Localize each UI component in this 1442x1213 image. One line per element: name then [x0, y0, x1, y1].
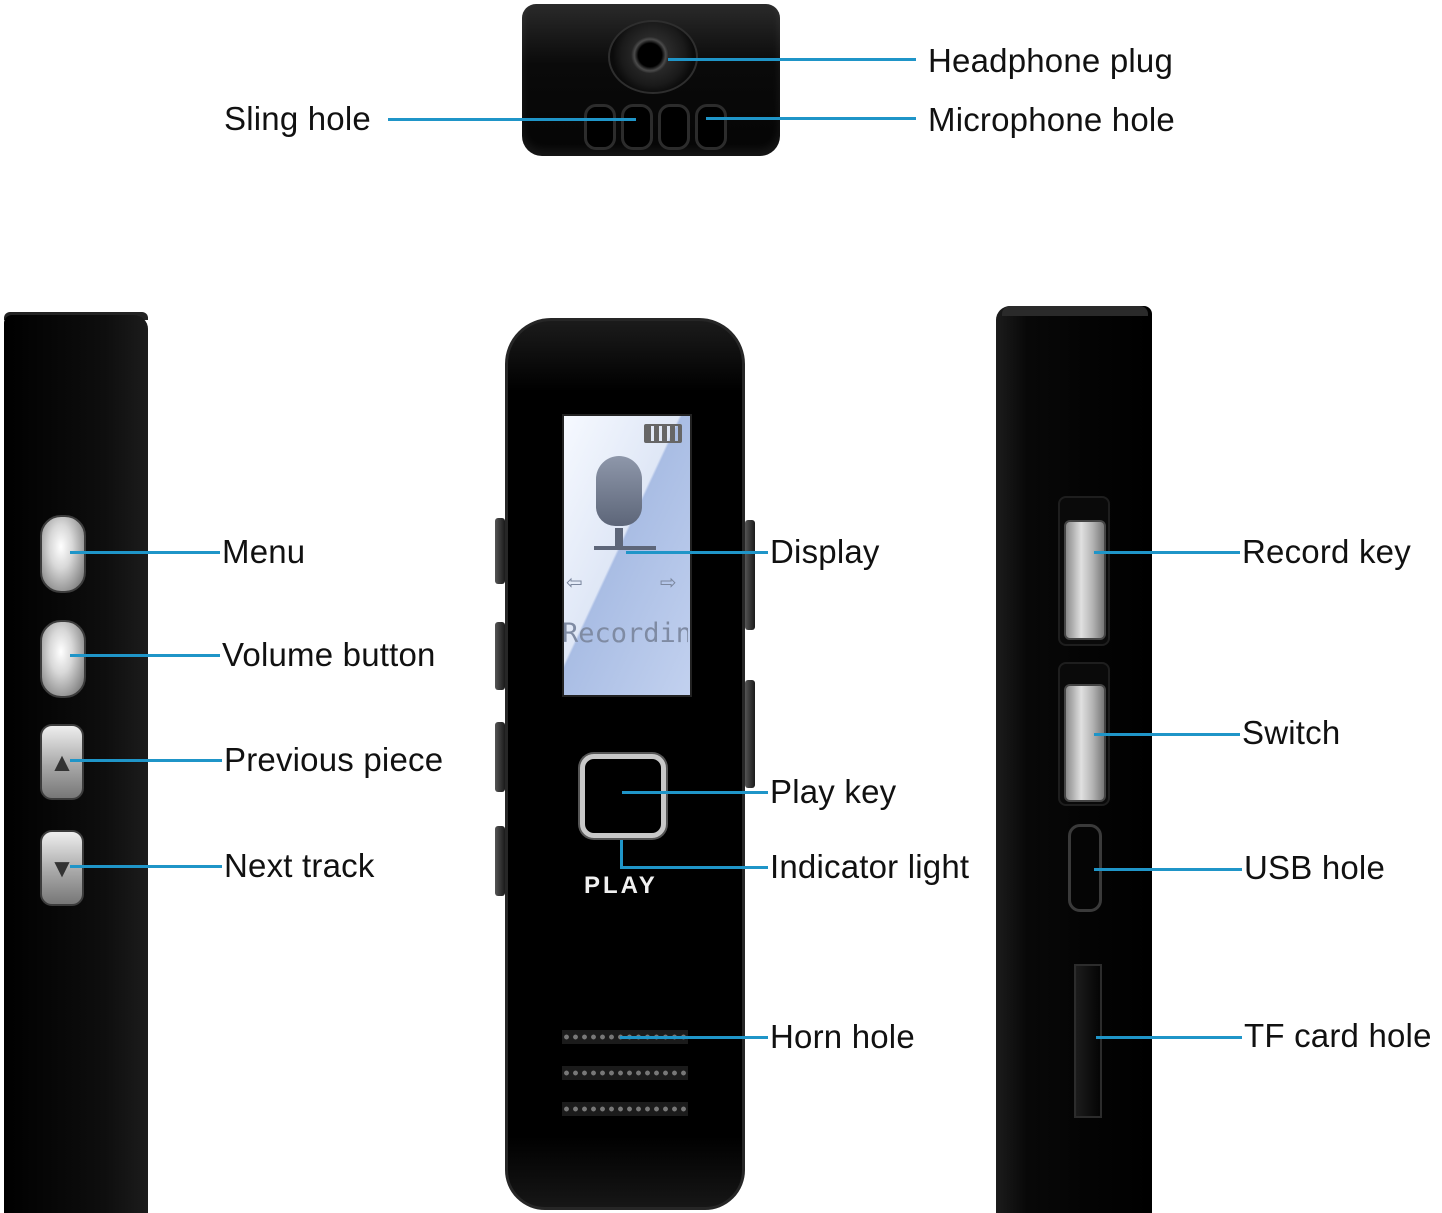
volume-button — [40, 620, 86, 698]
sling-hole-slot — [584, 104, 616, 150]
play-key-label: Play key — [770, 773, 897, 810]
usb-hole-leader — [1094, 868, 1242, 871]
switch — [1064, 684, 1106, 802]
horn-hole-leader — [620, 1036, 768, 1039]
microphone-slot — [695, 104, 727, 150]
triangle-up-icon: ▲ — [49, 747, 75, 777]
previous-piece-label: Previous piece — [224, 741, 444, 778]
side-key — [495, 826, 505, 896]
side-key — [745, 520, 755, 630]
microphone-hole-label: Microphone hole — [928, 101, 1175, 138]
display-leader — [626, 551, 768, 554]
sling-hole-label: Sling hole — [224, 100, 371, 137]
next-track-button: ▼ — [40, 830, 84, 906]
indicator-light-leader-vertical — [620, 840, 623, 868]
sling-hole-leader — [388, 118, 636, 121]
record-key-leader — [1094, 551, 1240, 554]
microphone-stand — [615, 528, 623, 550]
indicator-light-leader — [620, 866, 768, 869]
next-track-leader — [70, 865, 222, 868]
microphone-slot — [621, 104, 653, 150]
play-key-leader — [622, 791, 768, 794]
switch-leader — [1094, 733, 1240, 736]
menu-leader — [70, 551, 220, 554]
tf-card-hole-leader — [1096, 1036, 1242, 1039]
screen-status-text: Recordin — [562, 618, 688, 649]
previous-piece-leader — [70, 759, 222, 762]
volume-button-label: Volume button — [222, 636, 436, 673]
tf-card-slot — [1074, 964, 1102, 1118]
tf-card-hole-label: TF card hole — [1244, 1017, 1432, 1054]
switch-label: Switch — [1242, 714, 1341, 751]
display-label: Display — [770, 533, 880, 570]
usb-hole-label: USB hole — [1244, 849, 1386, 886]
arrow-right-icon: ⇨ — [660, 572, 677, 594]
menu-button — [40, 515, 86, 593]
previous-piece-button: ▲ — [40, 724, 84, 800]
side-key — [495, 518, 505, 584]
menu-label: Menu — [222, 533, 306, 570]
headphone-plug-label: Headphone plug — [928, 42, 1174, 79]
microphone-icon — [596, 456, 642, 526]
side-key — [495, 622, 505, 690]
record-key — [1064, 520, 1106, 640]
arrow-left-icon: ⇦ — [566, 572, 583, 594]
side-key — [745, 680, 755, 788]
side-key — [495, 722, 505, 792]
right-view-top-edge — [1002, 306, 1148, 316]
speaker-grille — [562, 1066, 688, 1080]
horn-hole-label: Horn hole — [770, 1018, 915, 1055]
headphone-jack-socket — [631, 37, 669, 73]
play-button-text: PLAY — [584, 872, 658, 899]
volume-button-leader — [70, 654, 220, 657]
record-key-label: Record key — [1242, 533, 1411, 570]
triangle-down-icon: ▼ — [49, 853, 75, 883]
headphone-plug-leader — [668, 58, 916, 61]
microphone-hole-leader — [706, 117, 916, 120]
microphone-slot — [658, 104, 690, 150]
indicator-light-label: Indicator light — [770, 848, 970, 885]
play-button — [580, 754, 666, 838]
next-track-label: Next track — [224, 847, 375, 884]
battery-icon — [644, 424, 682, 443]
microphone-base — [594, 546, 656, 550]
speaker-grille — [562, 1102, 688, 1116]
